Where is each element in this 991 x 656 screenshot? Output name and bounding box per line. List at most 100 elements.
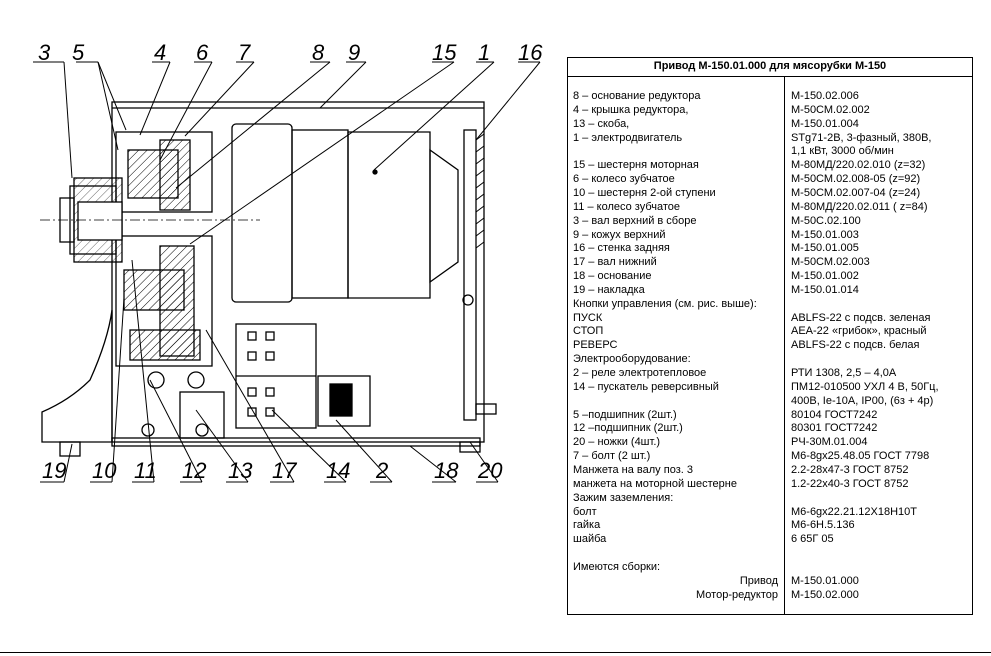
spec-designation: М-80МД/220.02.010 (z=32)	[791, 159, 926, 172]
spec-item: 5 –подшипник (2шт.)	[573, 408, 677, 421]
spec-designation: 400В, Ie-10А, IP00, (6з + 4р)	[791, 394, 934, 407]
spec-item: 8 – основание редуктора	[573, 90, 701, 102]
spec-item: Манжета на валу поз. 3	[573, 463, 693, 476]
spec-designation: М-150.01.014	[791, 283, 859, 296]
spec-designation: ПМ12-010500 УХЛ 4 В, 50Гц,	[791, 380, 939, 393]
spec-designation: М-150.01.000	[791, 574, 859, 587]
spec-designation: 80301 ГОСТ7242	[791, 422, 878, 435]
callout-13: 13	[228, 458, 253, 483]
spec-item: 1 – электродвигатель	[573, 131, 683, 144]
assembly-drawing: 3 5 4 6 7 8 9 15 1 16 19 10 11 12 13 17 …	[33, 40, 543, 483]
column-divider	[784, 76, 785, 614]
callout-15: 15	[432, 40, 457, 65]
spec-designation: РЧ-30М.01.004	[791, 436, 868, 449]
callout-20: 20	[477, 458, 503, 483]
foot-lining	[41, 309, 113, 443]
spec-designation: М-50СМ.02.008-05 (z=92)	[791, 173, 921, 186]
callout-18: 18	[434, 458, 459, 483]
spec-item: Кнопки управления (см. рис. выше):	[573, 297, 757, 310]
callout-16: 16	[518, 40, 543, 65]
callout-8: 8	[312, 40, 325, 65]
spec-designation: STg71-2B, 3-фазный, 380В,	[791, 131, 932, 144]
spec-item: Мотор-редуктор	[696, 588, 778, 601]
callout-4: 4	[154, 40, 166, 65]
spec-designation: 2.2-28х47-3 ГОСТ 8752	[791, 463, 909, 476]
spec-designation: М-50СМ.02.002	[791, 103, 870, 116]
spec-designation: М-150.01.004	[791, 117, 859, 130]
spec-designation: М-150.02.000	[791, 588, 859, 601]
spec-designation: ABLFS-22 с подсв. белая	[791, 339, 920, 352]
motor-rear	[347, 131, 431, 299]
spec-designation: ABLFS-22 с подсв. зеленая	[791, 311, 931, 324]
bracket	[179, 391, 225, 439]
spec-item: СТОП	[573, 325, 604, 338]
spec-item: болт	[573, 505, 597, 518]
callout-14: 14	[326, 458, 350, 483]
spec-item: 18 – основание	[573, 270, 652, 283]
callout-2: 2	[375, 458, 388, 483]
spec-item: 14 – пускатель реверсивный	[573, 380, 719, 393]
spec-designation: 6 65Г 05	[791, 533, 834, 546]
callout-17: 17	[272, 458, 297, 483]
spec-item: 9 – кожух верхний	[573, 228, 666, 241]
spec-item: 2 – реле электротепловое	[573, 367, 707, 379]
spec-item: манжета на моторной шестерне	[573, 477, 737, 490]
spec-item: 10 – шестерня 2-ой ступени	[573, 186, 716, 199]
specification-table: Привод М-150.01.000 для мясорубки М-150 …	[567, 57, 973, 615]
spec-item: 13 – скоба,	[573, 117, 630, 130]
spec-item: 3 – вал верхний в сборе	[573, 214, 697, 227]
callout-12: 12	[182, 458, 206, 483]
spec-designation: М6-6gx22.21.12Х18Н10Т	[791, 505, 917, 518]
spec-item: 12 –подшипник (2шт.)	[573, 422, 683, 435]
spec-title: Привод М-150.01.000 для мясорубки М-150	[568, 58, 972, 77]
callout-3: 3	[38, 40, 51, 65]
callout-7: 7	[238, 40, 251, 65]
spec-item: гайка	[573, 519, 601, 532]
spec-designation: М-50СМ.02.007-04 (z=24)	[791, 186, 921, 199]
gearbox-lower	[115, 235, 213, 367]
spec-item: 4 – крышка редуктора,	[573, 103, 689, 116]
callout-6: 6	[196, 40, 209, 65]
motor-front	[231, 123, 293, 303]
callout-9: 9	[348, 40, 360, 65]
spec-item: Привод	[739, 574, 778, 587]
spec-item: 19 – накладка	[573, 283, 645, 296]
spec-designation: 1,1 кВт, 3000 об/мин	[791, 145, 894, 158]
spec-item: РЕВЕРС	[573, 339, 618, 352]
gearbox-upper	[115, 131, 213, 213]
housing-outline	[111, 101, 485, 443]
spec-designation: М-80МД/220.02.011 ( z=84)	[791, 200, 928, 213]
spec-item: ПУСК	[573, 311, 603, 324]
spec-designation: М-150.01.003	[791, 228, 859, 241]
motor-body	[291, 129, 349, 299]
spec-item: 16 – стенка задняя	[573, 242, 670, 255]
callout-5: 5	[72, 40, 85, 65]
spec-designation: М-150.01.005	[791, 242, 859, 255]
callout-1: 1	[478, 40, 490, 65]
spec-item: Имеются сборки:	[573, 560, 661, 573]
spec-item: Электрооборудование:	[573, 353, 691, 366]
spec-item: шайба	[573, 533, 607, 546]
spec-designation: М-50СМ.02.003	[791, 256, 870, 269]
spec-designation: М6-8gx25.48.05 ГОСТ 7798	[791, 450, 930, 463]
spec-designation: М-150.02.006	[791, 90, 859, 102]
page-bottom-rule	[0, 652, 991, 653]
spec-item: 6 – колесо зубчатое	[573, 173, 675, 186]
callout-10: 10	[92, 458, 117, 483]
callout-19: 19	[42, 458, 66, 483]
spec-designation: РТИ 1308, 2,5 – 4,0А	[791, 367, 897, 379]
spec-designation: М-150.01.002	[791, 270, 859, 283]
spec-designation: 1.2-22х40-3 ГОСТ 8752	[791, 477, 909, 490]
spec-item: 17 – вал нижний	[573, 256, 657, 269]
spec-item: 20 – ножки (4шт.)	[573, 436, 661, 449]
spec-designation: 80104 ГОСТ7242	[791, 408, 878, 421]
spec-designation: М-50С.02.100	[791, 214, 861, 227]
rear-wall	[463, 129, 477, 421]
spec-designation: AEA-22 «грибок», красный	[791, 325, 927, 338]
callout-11: 11	[134, 458, 157, 483]
spec-item: 7 – болт (2 шт.)	[573, 450, 651, 463]
spec-item: 15 – шестерня моторная	[573, 159, 699, 172]
thermal-relay	[317, 375, 371, 427]
spec-designation: М6-6Н.5.136	[791, 519, 855, 532]
spec-item: 11 – колесо зубчатое	[573, 200, 681, 213]
